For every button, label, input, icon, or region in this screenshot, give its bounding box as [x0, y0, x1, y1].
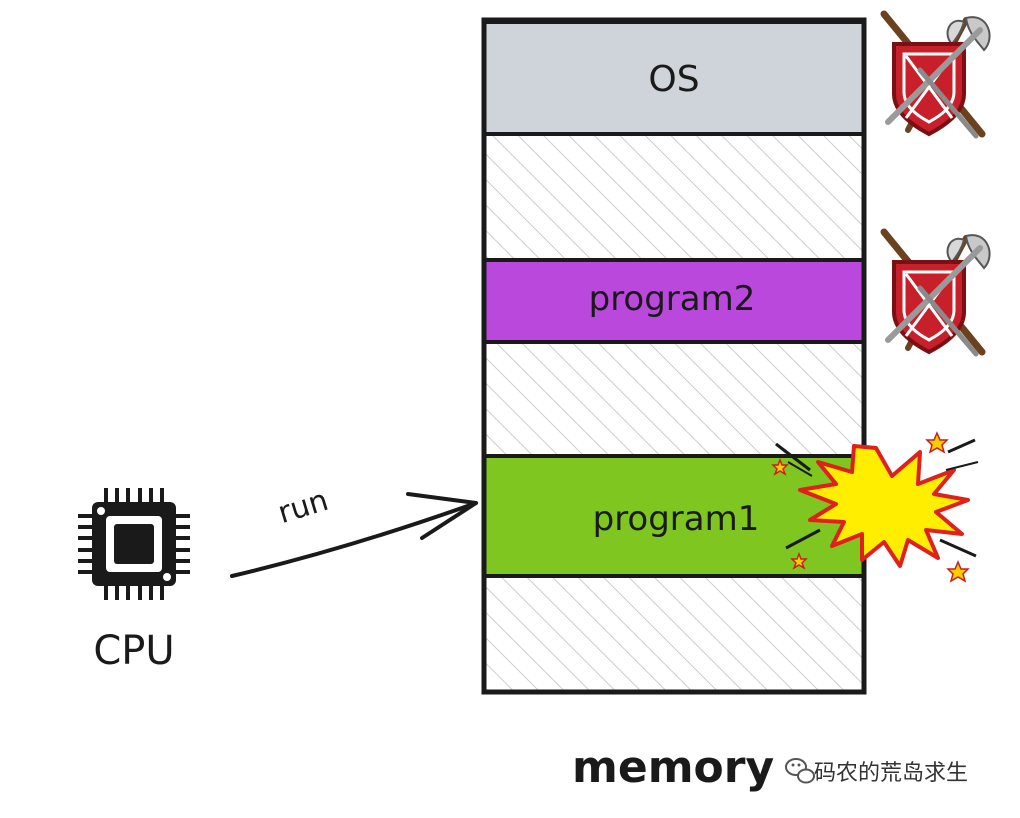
run-arrow	[230, 492, 478, 578]
memory-frame	[481, 17, 867, 695]
region-free-1	[482, 132, 866, 262]
region-free-3	[482, 574, 866, 694]
region-program2-label: program2	[589, 279, 756, 319]
region-os-label: OS	[648, 59, 699, 100]
region-program1: program1	[482, 454, 866, 578]
region-os: OS	[482, 20, 866, 136]
memory-block: OS program2 program1	[481, 17, 867, 695]
region-free-2	[482, 340, 866, 458]
wechat-icon	[785, 758, 815, 784]
shield-axe-icon	[880, 10, 991, 139]
memory-label: memory	[572, 742, 774, 793]
region-program1-label: program1	[593, 499, 760, 539]
shield-axe-icon	[880, 228, 991, 357]
watermark-text: 码农的荒岛求生	[814, 761, 968, 786]
cpu-chip-icon	[78, 488, 190, 600]
run-arrow-label: run	[274, 483, 332, 531]
region-program2: program2	[482, 258, 866, 344]
cpu-label: CPU	[93, 628, 174, 674]
explosion-icon	[771, 431, 979, 583]
